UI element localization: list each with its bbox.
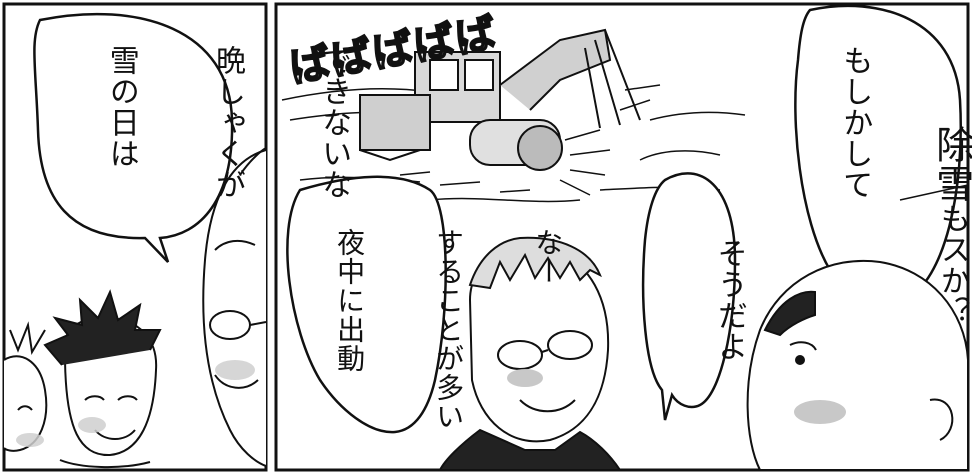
- frame-crop-line: [899, 184, 969, 201]
- child-figure: [3, 321, 48, 452]
- man-with-glasses-figure: [438, 236, 622, 471]
- reply-line-1: そうだよ: [711, 238, 747, 362]
- explanation-bubble-text: なー することが多い 夜中に出動: [300, 228, 630, 448]
- blush-mark: [78, 417, 106, 433]
- snow-blower-machine: [359, 28, 641, 171]
- question-line-2-small: もスか？: [934, 203, 970, 327]
- left-bubble-line-3: できないな: [316, 45, 352, 200]
- left-bubble-text: できないな 晩しゃくが 雪の日は: [68, 45, 422, 245]
- explanation-line-3: なー: [531, 228, 565, 286]
- explanation-line-2: することが多い: [432, 228, 466, 431]
- blush-mark: [16, 433, 44, 447]
- right-panel: [274, 2, 970, 472]
- reply-speech-bubble: [641, 172, 737, 421]
- question-line-2: 除雪もスか？: [910, 45, 972, 327]
- elderly-man-figure: [202, 147, 267, 467]
- left-speech-bubble: [33, 12, 234, 263]
- left-panel: [2, 2, 268, 472]
- explanation-line-1: 夜中に出動: [333, 228, 367, 373]
- question-bubble-text: 除雪もスか？ もしかして: [818, 45, 972, 327]
- explanation-speech-bubble: [286, 175, 447, 434]
- blush-mark: [794, 400, 846, 424]
- snow-spray: [399, 84, 661, 196]
- question-line-1: もしかして: [837, 45, 873, 200]
- blush-mark: [215, 360, 255, 380]
- reply-bubble-text: そうだよ: [676, 238, 818, 408]
- left-bubble-line-2: 晩しゃくが: [209, 45, 245, 200]
- left-bubble-line-1: 雪の日は: [103, 45, 139, 169]
- blush-mark: [507, 369, 543, 387]
- question-line-2-big: 除雪: [929, 125, 972, 203]
